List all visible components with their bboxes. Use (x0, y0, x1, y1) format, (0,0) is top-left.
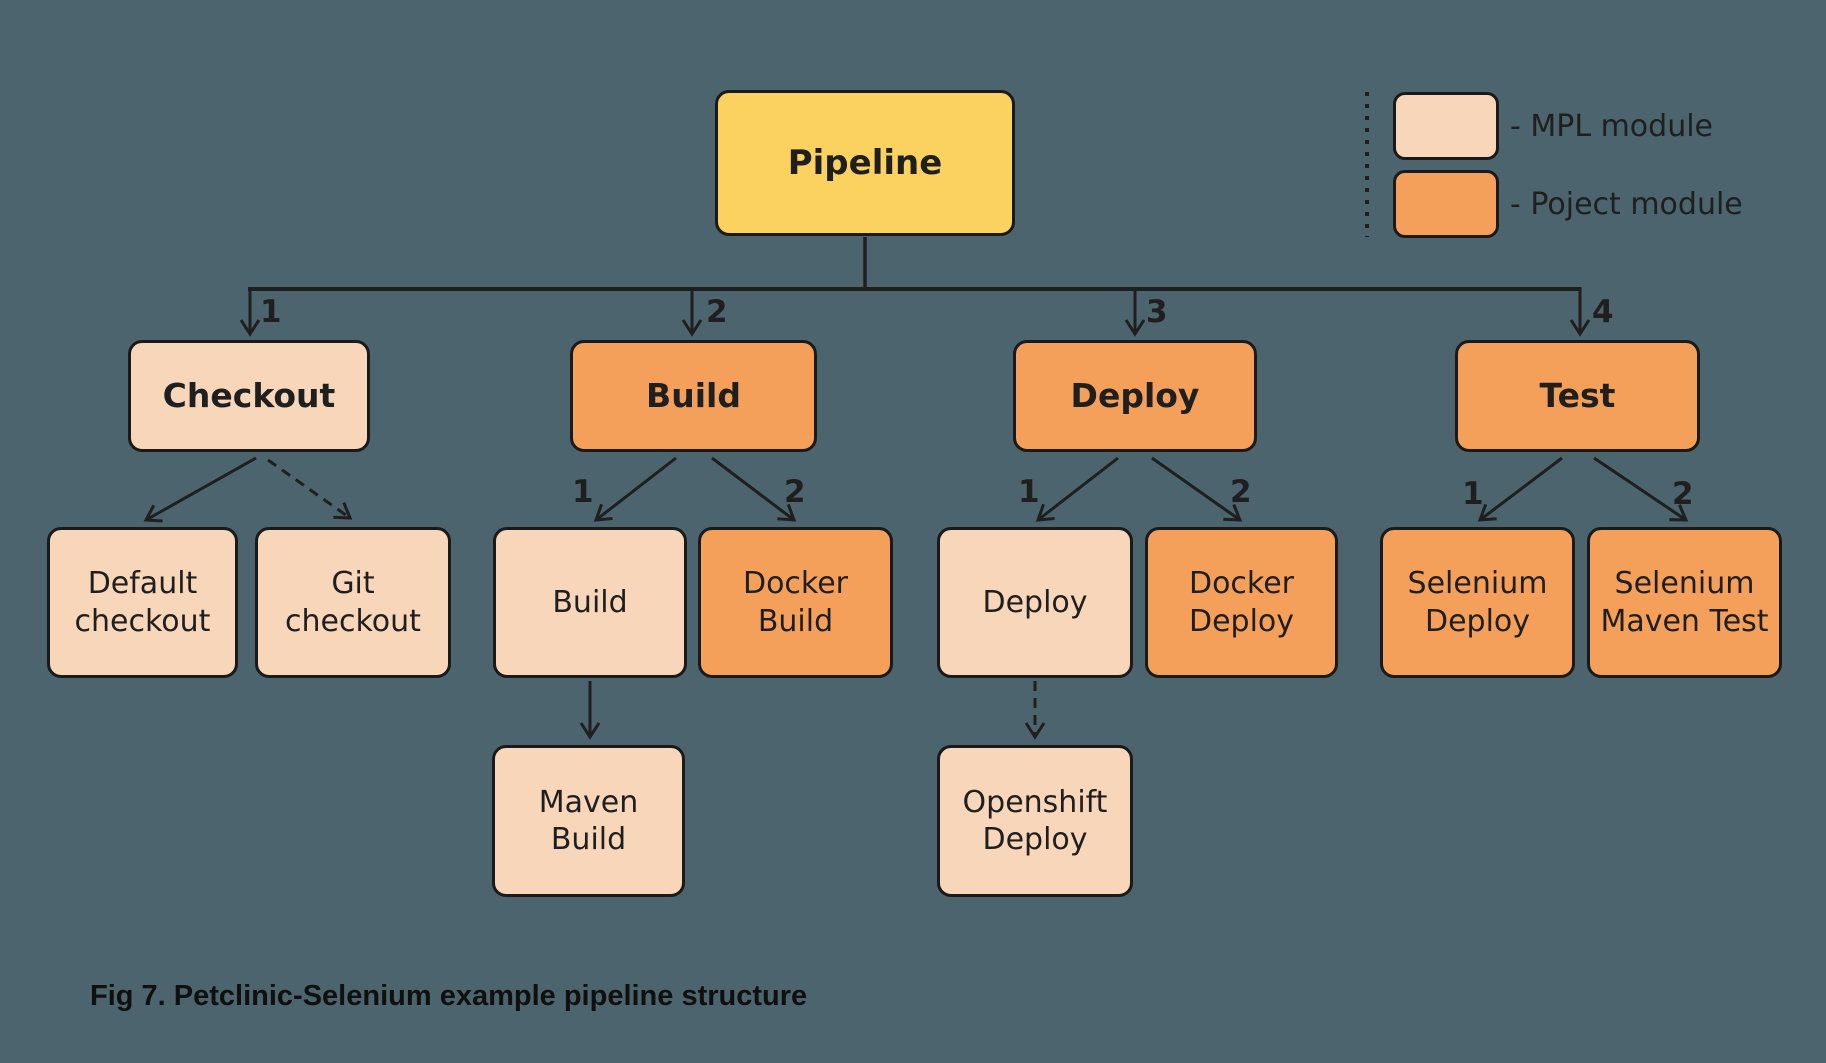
node-deploy-module: Deploy (937, 527, 1133, 678)
node-default-checkout: Default checkout (47, 527, 238, 678)
legend-swatch-mpl-module (1393, 92, 1499, 160)
edge-label-test-2: 2 (1672, 476, 1694, 512)
node-default-checkout-label: Default checkout (74, 566, 211, 639)
node-docker-build-label: Docker Build (742, 566, 849, 639)
node-maven-build: Maven Build (492, 745, 685, 897)
arrow-deploy-to-docker-deploy (1151, 456, 1243, 522)
node-docker-deploy-label: Docker Deploy (1188, 566, 1295, 639)
legend-label-mpl-module: - MPL module (1510, 108, 1714, 144)
node-build-module: Build (493, 527, 687, 678)
arrow-build-to-docker-build (711, 456, 797, 522)
edge-label-build-2: 2 (784, 474, 806, 510)
node-test-label: Test (1539, 375, 1616, 415)
node-build: Build (570, 340, 817, 452)
arrow-build-to-build-module (593, 456, 677, 522)
edge-label-test-1: 1 (1462, 476, 1484, 512)
node-selenium-maven-test-label: Selenium Maven Test (1600, 566, 1769, 639)
edge-label-pipeline-checkout: 1 (260, 294, 282, 330)
legend-swatch-project-module (1393, 170, 1499, 238)
legend-label-project-module: - Poject module (1510, 186, 1743, 222)
node-selenium-deploy-label: Selenium Deploy (1407, 566, 1548, 639)
node-test: Test (1455, 340, 1700, 452)
node-deploy-label: Deploy (1070, 375, 1200, 415)
node-pipeline: Pipeline (715, 90, 1015, 236)
node-git-checkout-label: Git checkout (285, 566, 421, 639)
node-build-label: Build (646, 375, 741, 415)
node-selenium-maven-test: Selenium Maven Test (1587, 527, 1782, 678)
node-docker-build: Docker Build (698, 527, 893, 678)
node-git-checkout: Git checkout (255, 527, 451, 678)
edge-label-deploy-2: 2 (1230, 474, 1252, 510)
node-docker-deploy: Docker Deploy (1145, 527, 1338, 678)
node-checkout-label: Checkout (162, 375, 336, 415)
arrow-deploy-to-deploy-module (1035, 456, 1119, 522)
node-deploy: Deploy (1013, 340, 1257, 452)
node-openshift-deploy-label: Openshift Deploy (962, 784, 1108, 857)
arrow-checkout-to-git-checkout-dashed (267, 458, 353, 520)
node-build-module-label: Build (552, 584, 628, 620)
node-selenium-deploy: Selenium Deploy (1380, 527, 1575, 678)
node-maven-build-label: Maven Build (538, 784, 639, 857)
edge-label-pipeline-test: 4 (1592, 294, 1614, 330)
edge-label-deploy-1: 1 (1018, 474, 1040, 510)
arrow-checkout-to-default-checkout (143, 456, 257, 523)
figure-caption: Fig 7. Petclinic-Selenium example pipeli… (90, 980, 808, 1012)
node-deploy-module-label: Deploy (982, 584, 1088, 620)
node-pipeline-label: Pipeline (787, 142, 943, 183)
arrow-test-to-selenium-deploy (1477, 456, 1563, 522)
edge-label-pipeline-deploy: 3 (1146, 294, 1168, 330)
edge-label-pipeline-build: 2 (706, 294, 728, 330)
node-checkout: Checkout (128, 340, 370, 452)
node-openshift-deploy: Openshift Deploy (937, 745, 1133, 897)
edge-label-build-1: 1 (572, 474, 594, 510)
